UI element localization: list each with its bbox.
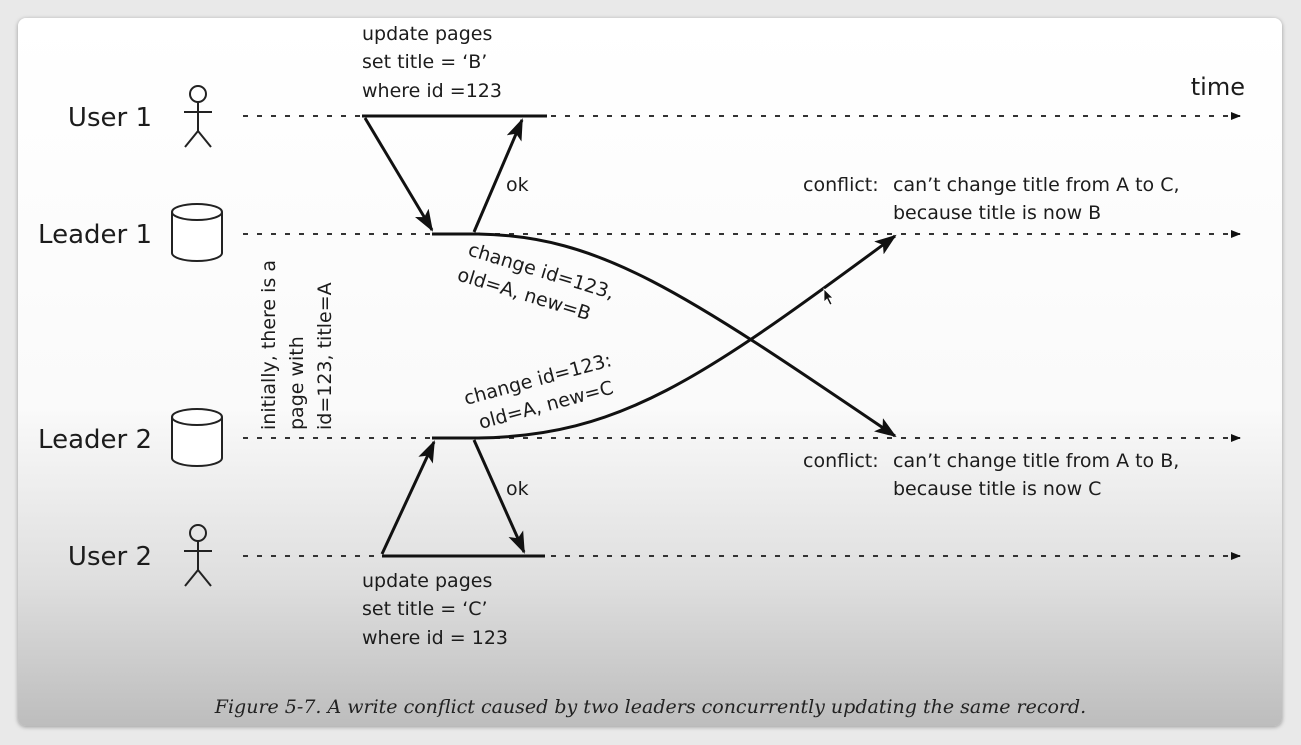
conflict-line: because title is now C [893,478,1101,500]
figure-panel [18,18,1282,726]
replication-curve-c [477,234,897,440]
mouse-cursor-icon [823,288,834,306]
leader1-label: Leader 1 [38,220,152,250]
conflict-line: because title is now B [893,202,1101,224]
change-message-c: change id=123: old=A, new=C [462,349,616,434]
user1-stick-figure-icon [184,85,212,148]
time-axis-label: time [1191,73,1245,101]
user2-query-line: set title = ‘C’ [362,598,488,620]
conflict-tag: conflict: [803,174,879,196]
user1-query: update pages set title = ‘B’ where id =1… [362,23,502,102]
user2-query-line: update pages [362,570,492,592]
initial-state-line: page with [286,336,308,430]
leader1-database-icon [171,203,223,262]
user2-query: update pages set title = ‘C’ where id = … [362,570,508,649]
conflict-note-leader2: conflict: can’t change title from A to B… [803,450,1179,500]
initial-state-line: id=123, title=A [314,282,336,430]
initial-state-line: initially, there is a [258,260,280,430]
ok-label-leader2: ok [506,478,529,500]
figure-caption: Figure 5-7. A write conflict caused by t… [214,696,1087,718]
user2-query-line: where id = 123 [362,627,508,649]
leader2-label: Leader 2 [38,425,152,455]
leader2-database-icon [171,408,223,467]
user2-label: User 2 [68,542,152,572]
arrow-user2-to-leader2 [380,440,436,555]
arrow-user1-to-leader1 [363,117,434,232]
replication-curve-b [477,232,897,438]
change-message-b: change id=123, old=A, new=B [455,239,617,325]
user1-query-line: set title = ‘B’ [362,51,487,73]
conflict-line: can’t change title from A to C, [893,174,1180,196]
user1-query-line: where id =123 [362,80,502,102]
initial-state-note: initially, there is a page with id=123, … [258,260,336,430]
conflict-tag: conflict: [803,450,879,472]
user2-stick-figure-icon [184,524,212,587]
arrow-leader1-ok-to-user1 [472,118,524,233]
conflict-line: can’t change title from A to B, [893,450,1179,472]
user1-query-line: update pages [362,23,492,45]
conflict-note-leader1: conflict: can’t change title from A to C… [803,174,1180,224]
ok-label-leader1: ok [506,174,529,196]
arrow-leader2-ok-to-user2 [472,439,526,554]
user1-label: User 1 [68,103,152,133]
